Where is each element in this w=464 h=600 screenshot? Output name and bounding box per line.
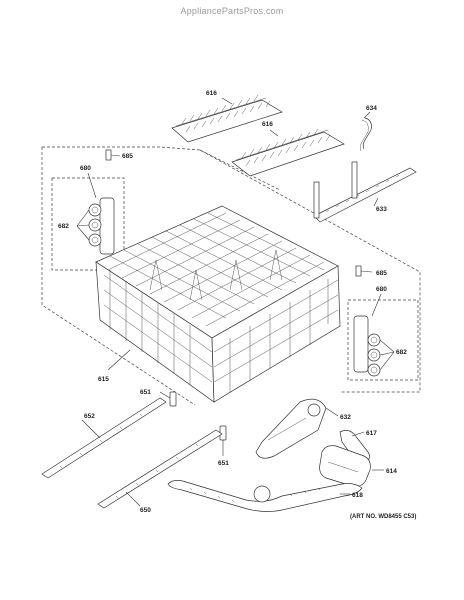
label-616-lower: 616 [262,121,273,128]
label-632: 632 [340,414,351,421]
part-682-roller-bracket-left[interactable] [88,197,115,255]
label-614: 614 [386,468,397,475]
bracket-callout-680-right [347,293,419,381]
label-682-left: 682 [58,223,69,230]
label-634: 634 [366,105,377,112]
assembly-outline [41,146,421,406]
label-680-right: 680 [376,286,387,293]
part-685-clip-left[interactable] [105,149,121,161]
part-652-rail[interactable] [41,397,167,479]
part-650-rail[interactable] [97,429,223,509]
label-682-right: 682 [396,349,407,356]
label-685-left: 685 [122,153,133,160]
part-614-manifold[interactable] [319,445,384,487]
label-618: 618 [352,492,363,499]
bracket-callout-680-left [51,172,125,271]
label-651-upper: 651 [140,389,151,396]
label-680-left: 680 [80,165,91,172]
label-633: 633 [376,206,387,213]
part-616-upper[interactable] [171,94,283,143]
part-651-stop-lower[interactable] [219,425,227,456]
label-651-lower: 651 [218,460,229,467]
part-633-spray-bar[interactable] [313,161,417,223]
art-number: (ART NO. WD8455 C53) [350,514,416,520]
part-618-spray-arm[interactable] [167,480,363,512]
watermark: AppliancePartsPros.com [180,6,284,16]
part-632-conduit[interactable] [255,398,339,459]
tine-row [181,94,271,133]
part-634-hook[interactable] [359,111,372,152]
label-685-right: 685 [376,270,387,277]
part-682-roller-bracket-right[interactable] [353,315,381,377]
label-615: 615 [98,376,109,383]
label-617: 617 [366,430,377,437]
part-651-stop-upper[interactable] [159,391,177,407]
part-615-upper-rack[interactable] [95,205,341,403]
label-652: 652 [84,413,95,420]
part-616-lower[interactable] [231,128,345,177]
part-685-clip-right[interactable] [355,265,373,277]
label-616-upper: 616 [206,90,217,97]
label-650: 650 [140,507,151,514]
